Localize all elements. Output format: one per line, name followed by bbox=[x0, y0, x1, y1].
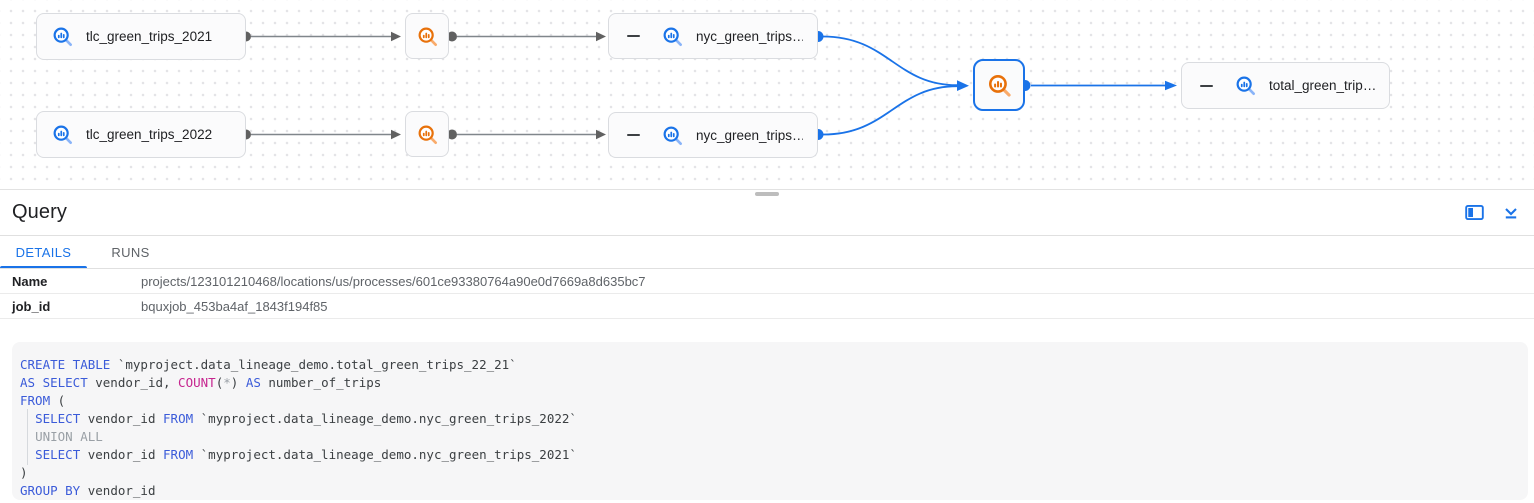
node-process-query-top[interactable] bbox=[405, 13, 449, 59]
lineage-graph[interactable]: tlc_green_trips_2021 tlc_green_trips_202… bbox=[0, 0, 1534, 190]
node-query-selected[interactable] bbox=[973, 59, 1025, 111]
tab-runs[interactable]: RUNS bbox=[111, 244, 150, 260]
open-in-side-panel-icon[interactable] bbox=[1465, 204, 1484, 221]
table-search-icon bbox=[663, 27, 682, 46]
minimize-panel-icon[interactable] bbox=[1502, 204, 1520, 222]
query-process-icon bbox=[988, 74, 1011, 97]
table-search-icon bbox=[1236, 76, 1255, 95]
node-label: tlc_green_trips_2022 bbox=[86, 127, 213, 142]
field-value: projects/123101210468/locations/us/proce… bbox=[141, 273, 646, 289]
collapse-node-icon[interactable] bbox=[627, 35, 640, 37]
node-label: total_green_trip… bbox=[1269, 78, 1375, 93]
node-label: nyc_green_trips… bbox=[696, 127, 803, 143]
table-search-icon bbox=[663, 126, 682, 145]
query-details-panel: Query DETAILS RUNS Name proj bbox=[0, 190, 1534, 500]
collapse-node-icon[interactable] bbox=[1200, 84, 1213, 87]
node-total-green-trips[interactable]: total_green_trip… bbox=[1181, 62, 1390, 109]
collapse-node-icon[interactable] bbox=[627, 134, 640, 136]
query-process-icon bbox=[418, 27, 437, 46]
panel-tabs: DETAILS RUNS bbox=[0, 236, 1534, 269]
node-nyc-green-trips-bottom[interactable]: nyc_green_trips… bbox=[608, 112, 818, 158]
node-nyc-green-trips-top[interactable]: nyc_green_trips… bbox=[608, 13, 818, 59]
node-tlc-green-trips-2021[interactable]: tlc_green_trips_2021 bbox=[36, 13, 246, 60]
field-row-job-id: job_id bquxjob_453ba4af_1843f194f85 bbox=[0, 294, 1534, 319]
field-row-name: Name projects/123101210468/locations/us/… bbox=[0, 269, 1534, 294]
query-process-icon bbox=[418, 125, 437, 144]
tab-details[interactable]: DETAILS bbox=[0, 236, 87, 268]
table-search-icon bbox=[53, 125, 72, 144]
node-label: tlc_green_trips_2021 bbox=[86, 29, 213, 44]
panel-header: Query bbox=[0, 190, 1534, 236]
node-tlc-green-trips-2022[interactable]: tlc_green_trips_2022 bbox=[36, 111, 246, 158]
panel-resize-handle[interactable] bbox=[755, 192, 779, 196]
field-label: job_id bbox=[12, 298, 51, 314]
field-label: Name bbox=[12, 273, 48, 289]
field-value: bquxjob_453ba4af_1843f194f85 bbox=[141, 298, 328, 314]
table-search-icon bbox=[53, 27, 72, 46]
lineage-edges bbox=[241, 31, 1177, 140]
node-process-query-bottom[interactable] bbox=[405, 111, 449, 157]
node-label: nyc_green_trips… bbox=[696, 28, 803, 44]
sql-code: CREATE TABLE `myproject.data_lineage_dem… bbox=[12, 342, 1528, 500]
panel-title: Query bbox=[12, 201, 67, 223]
